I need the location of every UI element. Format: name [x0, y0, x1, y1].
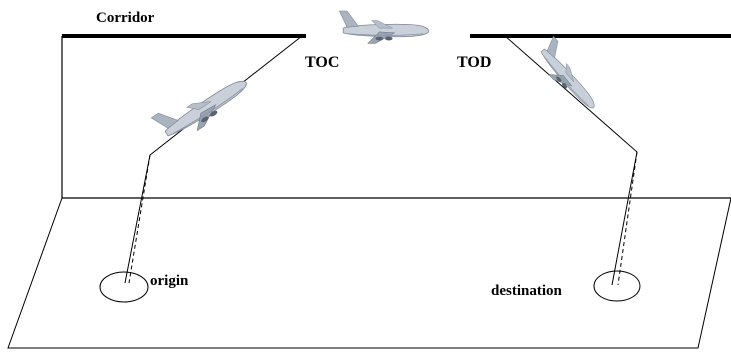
origin-circle	[99, 271, 149, 303]
toc-label: TOC	[305, 54, 339, 71]
origin-label: origin	[150, 273, 189, 289]
tod-label: TOD	[457, 54, 491, 71]
climb-projection-dashed	[128, 154, 151, 284]
destination-label: destination	[491, 283, 563, 299]
airliner-icon	[338, 10, 430, 44]
descent-projection-dashed	[617, 151, 638, 286]
ground-plane	[7, 197, 731, 349]
corridor-label: Corridor	[96, 10, 155, 26]
destination-circle	[593, 270, 641, 302]
airliner-icon	[150, 63, 255, 149]
airliner-icon	[531, 35, 608, 116]
climb-path	[124, 35, 303, 284]
